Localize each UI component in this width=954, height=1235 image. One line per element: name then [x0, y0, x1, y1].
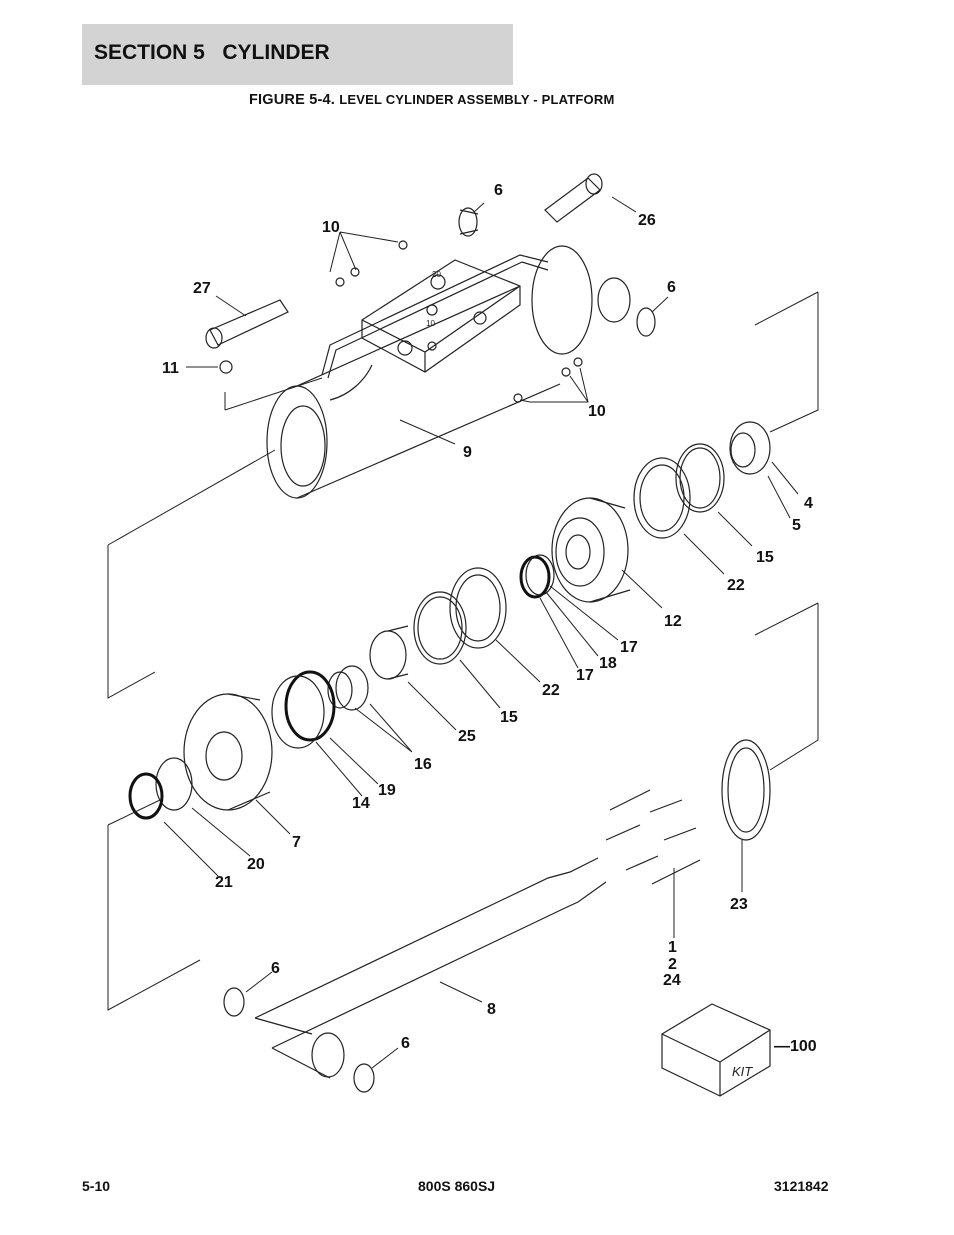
cylinder-barrel — [266, 245, 631, 499]
kit-label: KIT — [732, 1064, 753, 1079]
callout-23: 23 — [730, 896, 748, 913]
ring-20 — [155, 757, 193, 811]
figure-title: LEVEL CYLINDER ASSEMBLY - PLATFORM — [339, 92, 615, 107]
rod-8 — [254, 857, 607, 1079]
nut-4-5 — [729, 421, 771, 475]
callout-15-upper: 15 — [756, 549, 774, 566]
flange-23 — [721, 739, 771, 841]
callout-1: 1 — [668, 939, 677, 956]
callout-6-top: 6 — [494, 182, 503, 199]
callout-100: —100 — [774, 1038, 817, 1055]
callout-18: 18 — [599, 655, 617, 672]
callout-4: 4 — [804, 495, 813, 512]
document-number: 3121842 — [774, 1178, 829, 1194]
tube-line — [321, 254, 549, 379]
ring-22-upper — [633, 457, 691, 539]
callout-10-bottom: 10 — [588, 403, 606, 420]
bushings-lower — [223, 987, 375, 1093]
piston-12 — [551, 497, 631, 603]
callout-24: 24 — [663, 972, 681, 989]
small-plugs — [219, 240, 583, 403]
callout-15-lower: 15 — [500, 709, 518, 726]
callout-14: 14 — [352, 795, 370, 812]
callout-22-upper: 22 — [727, 577, 745, 594]
ring-21 — [128, 772, 164, 820]
bolts-1-2-24 — [605, 789, 701, 885]
seal-17-18 — [519, 554, 555, 599]
oring-19 — [271, 670, 336, 749]
callout-7: 7 — [292, 834, 301, 851]
callout-6-lower-left: 6 — [271, 960, 280, 977]
callout-10-top: 10 — [322, 219, 340, 236]
callout-27: 27 — [193, 280, 211, 297]
callout-9: 9 — [463, 444, 472, 461]
phantom-lines — [107, 291, 819, 1011]
callout-25: 25 — [458, 728, 476, 745]
head-7 — [183, 693, 273, 811]
bushings-upper — [458, 207, 656, 337]
callout-2: 2 — [668, 956, 677, 973]
callout-17-lower: 17 — [576, 667, 594, 684]
callout-26: 26 — [638, 212, 656, 229]
figure-caption: FIGURE 5-4. LEVEL CYLINDER ASSEMBLY - PL… — [249, 92, 614, 108]
callout-8: 8 — [487, 1001, 496, 1018]
callout-11: 11 — [162, 360, 179, 377]
callout-5: 5 — [792, 517, 801, 534]
callout-6-right: 6 — [667, 279, 676, 296]
section-title: SECTION 5 CYLINDER — [94, 41, 330, 64]
page-number: 5-10 — [82, 1178, 111, 1194]
callout-17-upper: 17 — [620, 639, 638, 656]
callout-21: 21 — [215, 874, 233, 891]
callout-19: 19 — [378, 782, 396, 799]
port-block: 20 10 — [361, 259, 521, 373]
wiper-16 — [327, 665, 369, 711]
fitting-27 — [205, 299, 289, 349]
port-label-a: 20 — [432, 270, 441, 279]
section-header-band: SECTION 5 CYLINDER — [82, 24, 513, 85]
callout-20: 20 — [247, 856, 265, 873]
ring-15-lower — [413, 591, 467, 665]
spacer-25 — [369, 625, 409, 680]
ring-15-upper — [675, 443, 725, 513]
figure-number: FIGURE 5-4. — [249, 92, 335, 108]
model-number: 800S 860SJ — [418, 1178, 496, 1194]
callout-6-lower-right: 6 — [401, 1035, 410, 1052]
callout-12: 12 — [664, 613, 682, 630]
port-label-b: 10 — [426, 319, 435, 328]
ring-22-lower — [449, 567, 507, 649]
callout-22-lower: 22 — [542, 682, 560, 699]
callout-16: 16 — [414, 756, 432, 773]
callout-labels: 26 6 10 27 6 11 10 9 4 5 15 22 12 17 18 … — [162, 182, 817, 1055]
leader-lines — [163, 196, 799, 1069]
kit-box: KIT — [661, 1003, 771, 1097]
fitting-26 — [544, 173, 603, 223]
